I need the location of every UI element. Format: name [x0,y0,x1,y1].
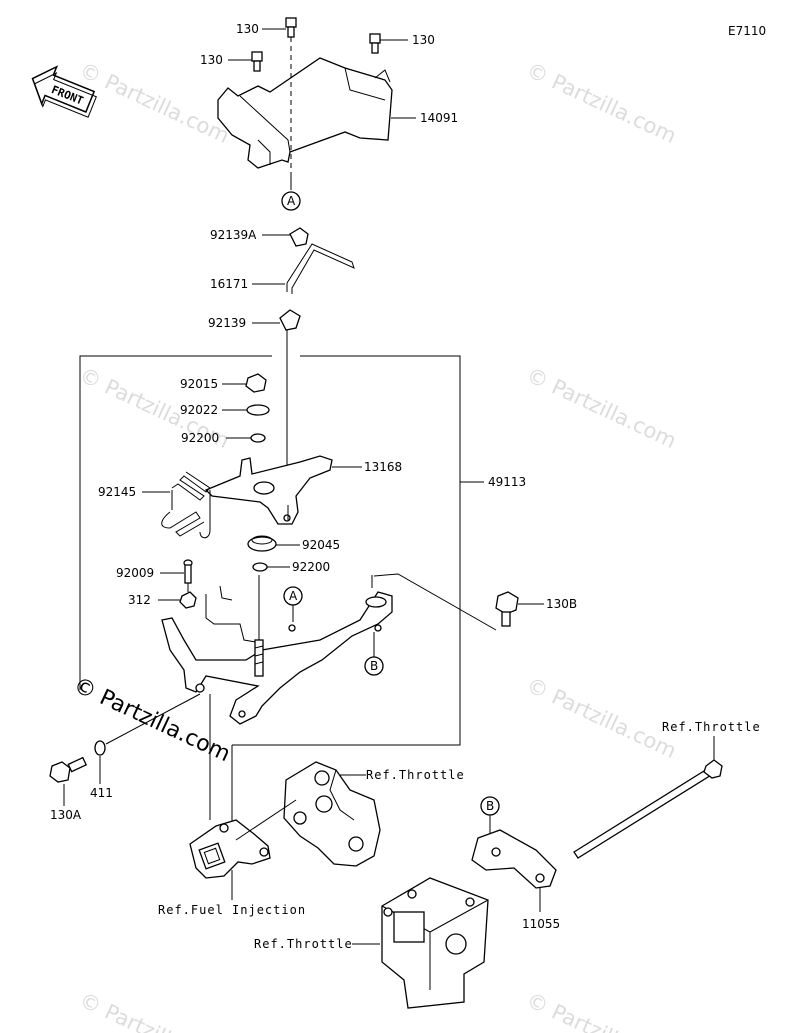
washer-92200 [250,433,266,443]
throttle-body-upper [283,761,381,867]
watermark: © Partzilla.com [523,988,680,1033]
part-label-13168: 13168 [364,460,402,474]
cover-14091 [217,57,393,169]
ref-letter-a: A [287,194,296,208]
ref-letter-b: B [370,659,378,673]
clip-92139 [279,309,301,331]
ref-letter-b: B [486,799,494,813]
part-label-92200: 92200 [292,560,330,574]
part-label-130: 130 [200,53,223,67]
leader-130b [373,573,497,631]
bolt-92009 [183,559,193,584]
watermark: © Partzilla.com [523,58,680,148]
part-label-130a: 130A [50,808,82,822]
ref-circle-a [281,191,301,211]
nut-312 [179,591,197,609]
watermark-group: © Partzilla.com © Partzilla.com © Partzi… [76,58,680,1033]
sensor-fuel-injection [189,819,271,879]
part-label-312: 312 [128,593,151,607]
watermark: © Partzilla.com [76,988,233,1033]
ref-throttle-label: Ref.Throttle [254,937,353,951]
assembly-frame [79,355,272,690]
part-label-130: 130 [412,33,435,47]
part-label-92015: 92015 [180,377,218,391]
part-label-92139a: 92139A [210,228,257,242]
ref-fuel-injection-label: Ref.Fuel Injection [158,903,306,917]
bolt-130-top [285,17,297,38]
washer-92200 [252,562,268,572]
washer-92022 [246,404,270,416]
nut-92015 [245,373,267,393]
watermark: © Partzilla.com [523,673,680,763]
bolt-130b [495,591,519,627]
washer-411 [94,740,106,756]
watermark: © Partzilla.com [76,58,233,148]
bolt-130a [49,756,88,783]
diagram-code: E7110 [728,24,766,38]
part-label-16171: 16171 [210,277,248,291]
grommet-92045 [247,535,277,552]
part-label-130: 130 [236,22,259,36]
throttle-body-lower [381,877,489,1009]
throttle-rod [573,759,723,859]
lever-13168 [204,455,333,525]
stud-bolt [254,639,264,677]
bolt-130-right [369,33,381,54]
bracket-11055 [471,829,557,889]
part-label-92200: 92200 [181,431,219,445]
rod-16171 [286,243,355,294]
bolt-130-left [251,51,263,72]
part-label-92045: 92045 [302,538,340,552]
part-label-14091: 14091 [420,111,458,125]
part-label-130b: 130B [546,597,577,611]
part-label-92009: 92009 [116,566,154,580]
watermark: © Partzilla.com [523,363,680,453]
spring-92145 [161,471,211,539]
part-label-92145: 92145 [98,485,136,499]
clip-92139a [289,227,309,247]
bracket [161,585,393,725]
ref-circle-b [364,656,384,676]
ref-letter-a: A [289,589,298,603]
ref-throttle-label: Ref.Throttle [366,768,465,782]
part-label-411: 411 [90,786,113,800]
part-label-11055: 11055 [522,917,560,931]
part-label-49113: 49113 [488,475,526,489]
ref-throttle-label: Ref.Throttle [662,720,761,734]
ref-circle-b [480,796,500,816]
front-arrow-icon: FRONT [31,65,97,118]
part-label-92022: 92022 [180,403,218,417]
part-label-92139: 92139 [208,316,246,330]
